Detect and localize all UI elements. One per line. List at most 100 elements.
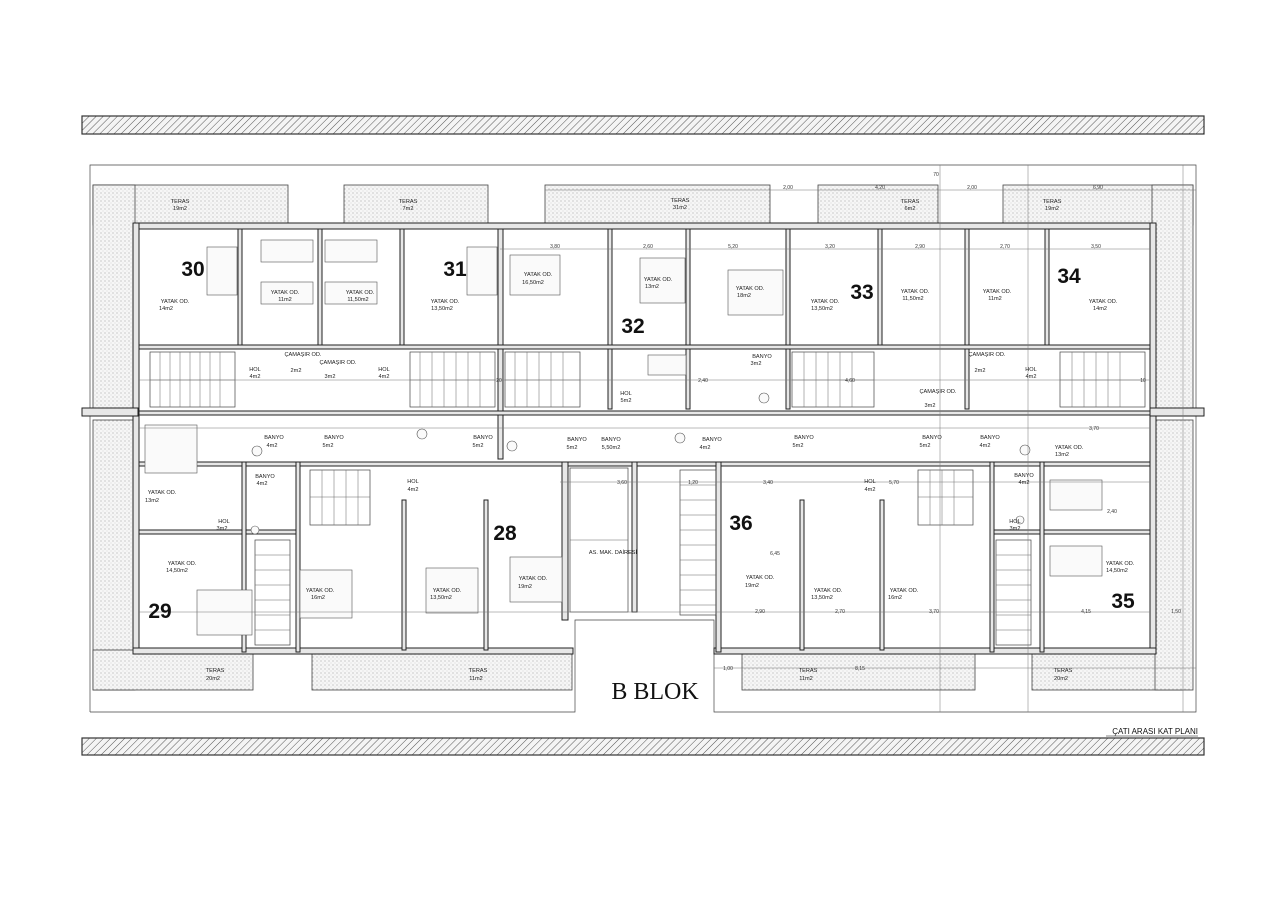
room-area: 18m2 xyxy=(737,293,751,299)
room-name: HOL xyxy=(407,479,419,485)
dimension-label: 2,70 xyxy=(1000,244,1010,250)
room-area: 5m2 xyxy=(473,443,484,449)
block-title: B BLOK xyxy=(611,679,699,705)
room-name: TERAS xyxy=(171,199,190,205)
dimension-label: 4,15 xyxy=(1081,609,1091,615)
unit-number: 35 xyxy=(1111,590,1135,613)
room-name: YATAK OD. xyxy=(161,299,190,305)
room-area: 4m2 xyxy=(257,481,268,487)
room-area: 13m2 xyxy=(145,498,159,504)
room-area: 4m2 xyxy=(980,443,991,449)
unit-number: 30 xyxy=(181,258,204,281)
room-name: YATAK OD. xyxy=(746,575,775,581)
unit-number: 34 xyxy=(1057,265,1081,288)
room-area: 5,50m2 xyxy=(602,445,621,451)
dimension-label: 4,60 xyxy=(845,378,855,384)
room-area: 4m2 xyxy=(865,487,876,493)
dimension-label: 2,00 xyxy=(783,185,793,191)
room-area: 2m2 xyxy=(975,368,986,374)
room-area: 13,50m2 xyxy=(431,306,453,312)
furniture xyxy=(144,239,1103,636)
room-name: YATAK OD. xyxy=(983,289,1012,295)
room-name: ÇAMAŞIR OD. xyxy=(285,352,322,358)
room-labels: TERAS 19m2 TERAS 7m2 TERAS 31m2 TERAS 6m… xyxy=(145,198,1135,682)
room-name: TERAS xyxy=(671,198,690,204)
room-area: 3m2 xyxy=(325,374,336,380)
room-name: TERAS xyxy=(399,199,418,205)
room-name: HOL xyxy=(378,367,390,373)
room-name: BANYO xyxy=(922,435,942,441)
top-hatch-band xyxy=(81,115,1205,135)
room-name: BANYO xyxy=(473,435,493,441)
dimension-label: 6,45 xyxy=(770,551,780,557)
room-name: ÇAMAŞIR OD. xyxy=(320,360,357,366)
dimension-label: 20 xyxy=(496,378,502,384)
room-name: TERAS xyxy=(799,668,818,674)
room-area: 13,50m2 xyxy=(430,595,452,601)
room-area: 3m2 xyxy=(1010,526,1021,532)
room-name: TERAS xyxy=(901,199,920,205)
room-name: BANYO xyxy=(752,354,772,360)
room-name: ÇAMAŞIR OD. xyxy=(969,352,1006,358)
room-area: 3m2 xyxy=(217,526,228,532)
dimension-label: 2,60 xyxy=(643,244,653,250)
dimension-label: 3,40 xyxy=(763,480,773,486)
dimension-label: 2,90 xyxy=(915,244,925,250)
room-name: HOL xyxy=(620,391,632,397)
room-area: 6m2 xyxy=(905,206,916,212)
room-name: HOL xyxy=(249,367,261,373)
dimension-label: 2,40 xyxy=(1107,509,1117,515)
room-name: AS. MAK. DAİRESİ xyxy=(589,549,638,556)
room-name: BANYO xyxy=(1014,473,1034,479)
room-area: 13,50m2 xyxy=(811,306,833,312)
room-area: 16m2 xyxy=(888,595,902,601)
room-area: 13m2 xyxy=(1055,452,1069,458)
room-name: YATAK OD. xyxy=(148,490,177,496)
unit-number: 31 xyxy=(443,258,467,281)
room-name: YATAK OD. xyxy=(519,576,548,582)
room-name: YATAK OD. xyxy=(736,286,765,292)
room-area: 31m2 xyxy=(673,205,687,211)
room-name: YATAK OD. xyxy=(306,588,335,594)
dimension-label: 8,15 xyxy=(855,666,865,672)
room-area: 4m2 xyxy=(1026,374,1037,380)
room-name: YATAK OD. xyxy=(168,561,197,567)
room-name: BANYO xyxy=(324,435,344,441)
room-name: YATAK OD. xyxy=(524,272,553,278)
room-name: TERAS xyxy=(469,668,488,674)
dimension-label: 70 xyxy=(933,172,939,178)
dimension-label: 3,50 xyxy=(1091,244,1101,250)
dimension-label: 3,70 xyxy=(929,609,939,615)
room-name: HOL xyxy=(864,479,876,485)
plan-outline xyxy=(89,164,1197,713)
unit-number: 33 xyxy=(850,281,873,304)
room-area: 13m2 xyxy=(645,284,659,290)
room-name: BANYO xyxy=(794,435,814,441)
room-area: 19m2 xyxy=(173,206,187,212)
sanitary-fixtures xyxy=(250,392,1031,535)
room-name: YATAK OD. xyxy=(346,290,375,296)
dimension-label: 1,20 xyxy=(688,480,698,486)
dimension-label: 1,00 xyxy=(723,666,733,672)
room-name: YATAK OD. xyxy=(644,277,673,283)
room-area: 13,50m2 xyxy=(811,595,833,601)
room-area: 3m2 xyxy=(925,403,936,409)
room-area: 14m2 xyxy=(159,306,173,312)
room-area: 11m2 xyxy=(799,676,813,682)
unit-number: 36 xyxy=(729,512,752,535)
room-area: 14,50m2 xyxy=(166,568,188,574)
dimension-label: 2,40 xyxy=(698,378,708,384)
room-area: 14,50m2 xyxy=(1106,568,1128,574)
dimension-label: 6,90 xyxy=(1093,185,1103,191)
room-name: BANYO xyxy=(601,437,621,443)
room-area: 5m2 xyxy=(567,445,578,451)
room-area: 4m2 xyxy=(250,374,261,380)
room-name: HOL xyxy=(1025,367,1037,373)
room-name: BANYO xyxy=(567,437,587,443)
room-name: ÇAMAŞIR OD. xyxy=(920,389,957,395)
room-name: YATAK OD. xyxy=(811,299,840,305)
room-name: YATAK OD. xyxy=(890,588,919,594)
room-name: HOL xyxy=(218,519,230,525)
room-name: BANYO xyxy=(255,474,275,480)
room-name: TERAS xyxy=(1043,199,1062,205)
